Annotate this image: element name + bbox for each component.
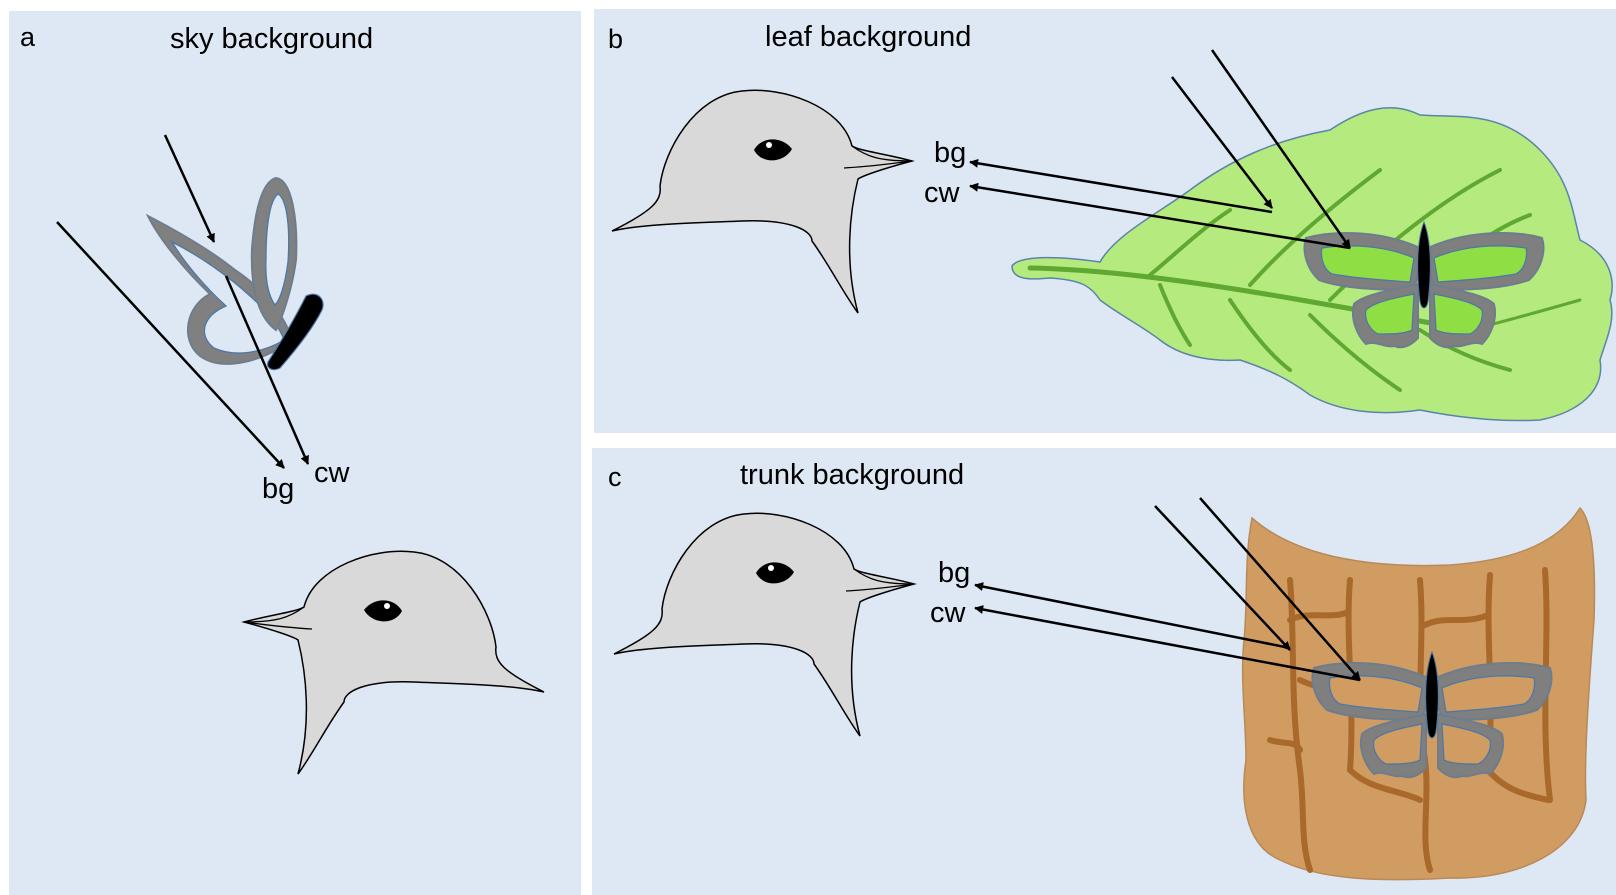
- panel-letter: a: [20, 22, 36, 52]
- bird-head-icon: [244, 551, 544, 774]
- panel-letter: b: [608, 24, 623, 54]
- bird-head-icon: [612, 90, 912, 313]
- label-cw: cw: [930, 597, 967, 629]
- panel-letter: c: [608, 462, 622, 492]
- label-bg: bg: [262, 473, 294, 505]
- arrow-from-above: [165, 135, 214, 242]
- label-bg: bg: [938, 557, 970, 589]
- label-cw: cw: [924, 177, 961, 209]
- label-bg: bg: [934, 137, 966, 169]
- panel-title: leaf background: [765, 21, 971, 53]
- panel-a-content: a sky background bg cw: [20, 22, 544, 774]
- label-cw: cw: [314, 457, 351, 489]
- panel-title: sky background: [170, 23, 373, 55]
- clearwing-butterfly-icon: [148, 178, 323, 370]
- bird-head-icon: [614, 513, 914, 736]
- panel-c-content: c trunk background: [608, 459, 1594, 880]
- panel-title: trunk background: [740, 459, 964, 491]
- panel-b-content: b leaf background: [608, 21, 1612, 421]
